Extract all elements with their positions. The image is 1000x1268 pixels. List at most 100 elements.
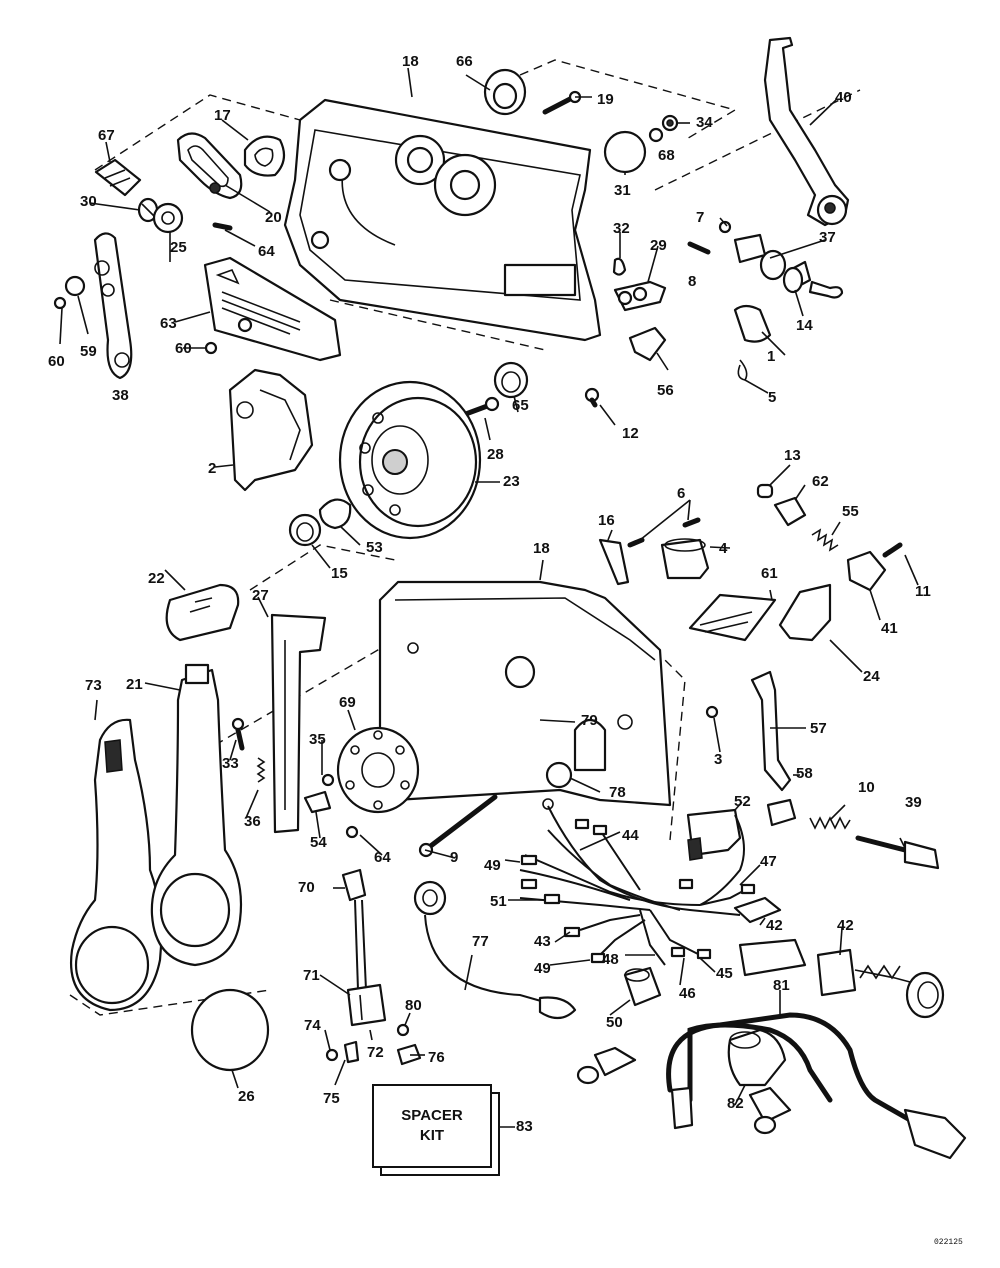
callout-28: 28 — [487, 446, 504, 463]
callout-20: 20 — [265, 209, 282, 226]
boot-1 — [733, 304, 772, 343]
assembly-guide-upper — [94, 94, 301, 171]
clip-76 — [396, 1043, 422, 1066]
callout-42: 42 — [837, 917, 854, 934]
detent-plate-69 — [336, 726, 420, 814]
callout-15: 15 — [331, 565, 348, 582]
screw-64 — [212, 222, 233, 231]
callout-13: 13 — [784, 447, 801, 464]
callout-39: 39 — [905, 794, 922, 811]
plug-3 — [705, 705, 719, 719]
callout-32: 32 — [613, 220, 630, 237]
connector-42 — [738, 938, 945, 1019]
callout-21: 21 — [126, 676, 143, 693]
callout-48: 48 — [602, 951, 619, 968]
assembly-guide-right — [654, 89, 861, 191]
knob-39 — [855, 835, 940, 870]
callout-74: 74 — [304, 1017, 321, 1034]
arm-57 — [750, 670, 792, 792]
callout-19: 19 — [597, 91, 614, 108]
callout-63: 63 — [160, 315, 177, 332]
callout-2: 2 — [208, 460, 216, 477]
callout-72: 72 — [367, 1044, 384, 1061]
callout-71: 71 — [303, 967, 320, 984]
bracket-20 — [176, 132, 243, 200]
callout-40: 40 — [835, 89, 852, 106]
control-housing-cover — [378, 580, 672, 807]
callout-42: 42 — [766, 917, 783, 934]
callout-47: 47 — [760, 853, 777, 870]
callout-17: 17 — [214, 107, 231, 124]
assembly-guide-handle — [214, 639, 396, 746]
screw-60-b — [204, 341, 218, 355]
callout-56: 56 — [657, 382, 674, 399]
control-housing-inner — [283, 98, 602, 342]
callout-57: 57 — [810, 720, 827, 737]
horn-4 — [660, 538, 710, 580]
callout-77: 77 — [472, 933, 489, 950]
callout-65: 65 — [512, 397, 529, 414]
screw-64-lower — [345, 825, 359, 839]
callout-75: 75 — [323, 1090, 340, 1107]
lanyard-cable-77 — [413, 880, 577, 1020]
callout-49: 49 — [534, 960, 551, 977]
screw-60-a — [53, 296, 67, 310]
callout-50: 50 — [606, 1014, 623, 1031]
nut-14 — [782, 266, 804, 294]
boot-82 — [727, 1028, 787, 1087]
callout-53: 53 — [366, 539, 383, 556]
callout-10: 10 — [858, 779, 875, 796]
spacer-kit-box: SPACER KIT — [372, 1084, 492, 1168]
clip-75 — [343, 1040, 360, 1064]
callout-79: 79 — [581, 712, 598, 729]
callout-11: 11 — [915, 583, 931, 600]
cap-13 — [756, 483, 774, 499]
decal-61 — [688, 593, 777, 642]
nut-34 — [661, 114, 679, 132]
nut-68 — [648, 127, 664, 143]
spring-36 — [256, 757, 266, 783]
screw-9 — [418, 794, 498, 858]
callout-73: 73 — [85, 677, 102, 694]
grommet-65 — [493, 361, 529, 399]
callout-83: 83 — [516, 1118, 533, 1135]
arm-38 — [93, 232, 133, 380]
screw-80 — [396, 1023, 410, 1037]
callout-59: 59 — [80, 343, 97, 360]
callout-81: 81 — [773, 977, 790, 994]
callout-22: 22 — [148, 570, 165, 587]
switch-29 — [613, 280, 667, 312]
handle-73 — [70, 718, 163, 1012]
callout-31: 31 — [614, 182, 631, 199]
button-22 — [165, 583, 240, 642]
cam-2 — [228, 368, 314, 492]
callout-5: 5 — [768, 389, 776, 406]
plug-50 — [623, 966, 662, 1007]
callout-60: 60 — [175, 340, 192, 357]
callout-49: 49 — [484, 857, 501, 874]
lens-26 — [190, 988, 270, 1072]
clip-54 — [303, 790, 332, 814]
plug-31 — [603, 130, 647, 174]
assembly-guide-upper-right — [519, 59, 737, 141]
callout-23: 23 — [503, 473, 520, 490]
gasket-53 — [318, 498, 352, 530]
callout-82: 82 — [727, 1095, 744, 1112]
callout-36: 36 — [244, 813, 261, 830]
callout-61: 61 — [761, 565, 778, 582]
grommet-66 — [483, 68, 527, 116]
callout-8: 8 — [688, 273, 696, 290]
callout-69: 69 — [339, 694, 356, 711]
spacer-kit-label: SPACER KIT — [401, 1107, 463, 1144]
callout-30: 30 — [80, 193, 97, 210]
callout-38: 38 — [112, 387, 129, 404]
gasket-17 — [243, 135, 286, 177]
callout-9: 9 — [450, 849, 458, 866]
leader-lines — [59, 67, 919, 1128]
callout-7: 7 — [696, 209, 704, 226]
callout-52: 52 — [734, 793, 751, 810]
washer-25 — [152, 202, 184, 234]
callout-16: 16 — [598, 512, 615, 529]
callout-26: 26 — [238, 1088, 255, 1105]
